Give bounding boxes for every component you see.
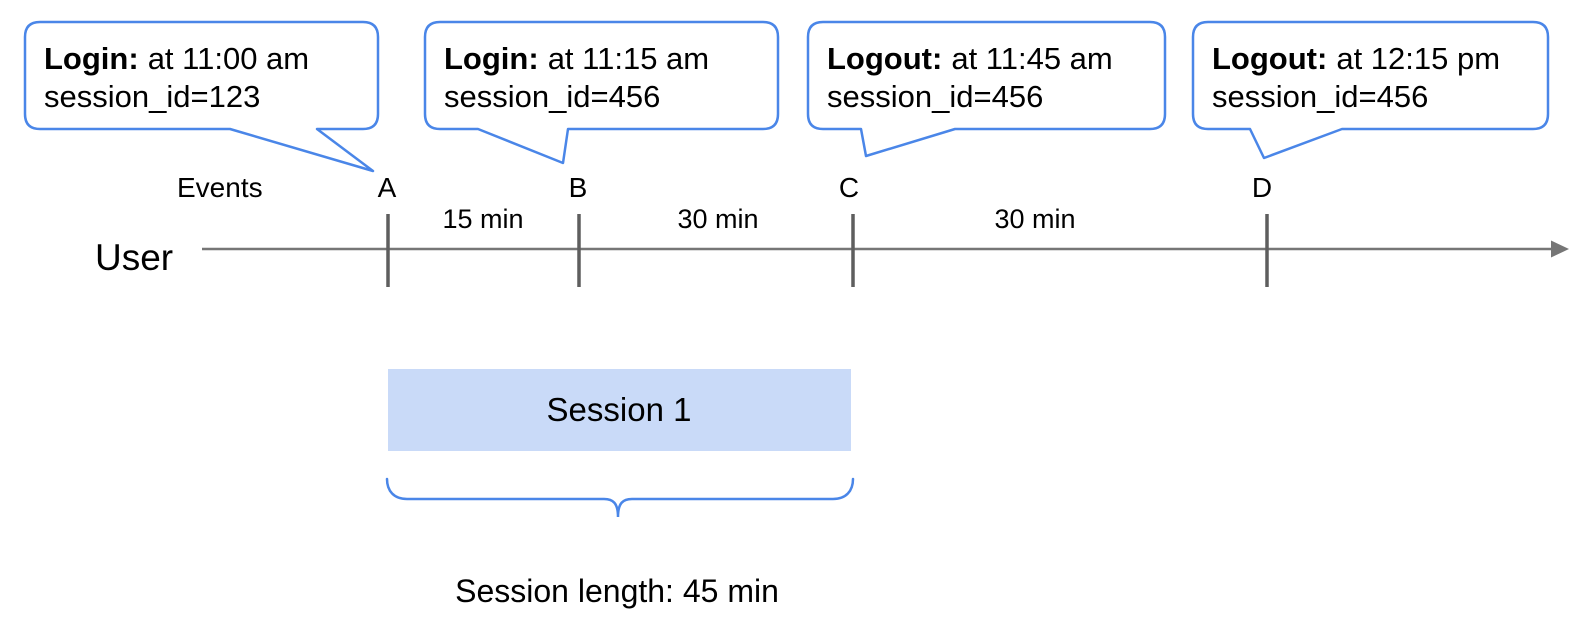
arrowhead-icon <box>1551 240 1569 258</box>
speech-bubble-shape <box>806 20 1167 158</box>
event-marker-label-d: D <box>1252 172 1272 203</box>
event-type-label: Logout: <box>827 41 942 76</box>
session-box-shape <box>388 369 851 451</box>
curly-brace <box>385 477 855 518</box>
session-length-label: Session length: 45 min <box>455 573 779 609</box>
event-time-label: at 12:15 pm <box>1336 41 1500 76</box>
event-type-label: Login: <box>44 41 139 76</box>
bubble-line-event: Logout: at 11:45 am <box>827 41 1113 76</box>
bubble-line-session-id: session_id=456 <box>827 79 1043 114</box>
event-time-label: at 11:45 am <box>951 41 1112 76</box>
speech-bubble-shape <box>423 20 780 165</box>
event-marker-label-b: B <box>569 172 588 203</box>
speech-bubble-shape <box>23 20 380 173</box>
bubble-line-session-id: session_id=123 <box>44 79 260 114</box>
callout-bubble-d: Logout: at 12:15 pm session_id=456 <box>1191 20 1550 160</box>
callout-bubble-b: Login: at 11:15 am session_id=456 <box>423 20 780 165</box>
session-box: Session 1 <box>388 369 851 451</box>
event-type-label: Logout: <box>1212 41 1327 76</box>
event-marker-label-a: A <box>378 172 397 203</box>
bubble-line-event: Logout: at 12:15 pm <box>1212 41 1500 76</box>
event-marker-label-c: C <box>839 172 859 203</box>
interval-label-cd: 30 min <box>994 204 1075 234</box>
event-type-label: Login: <box>444 41 539 76</box>
bubble-line-event: Login: at 11:00 am <box>44 41 309 76</box>
interval-label-ab: 15 min <box>442 204 523 234</box>
callout-bubble-c: Logout: at 11:45 am session_id=456 <box>806 20 1167 158</box>
event-time-label: at 11:15 am <box>548 41 709 76</box>
event-time-label: at 11:00 am <box>148 41 309 76</box>
user-row-label: User <box>95 237 173 278</box>
timeline-axis <box>202 240 1569 258</box>
speech-bubble-shape <box>1191 20 1550 160</box>
session-box-label: Session 1 <box>547 391 692 428</box>
bubble-line-session-id: session_id=456 <box>444 79 660 114</box>
bubble-line-session-id: session_id=456 <box>1212 79 1428 114</box>
interval-label-bc: 30 min <box>677 204 758 234</box>
bubble-line-event: Login: at 11:15 am <box>444 41 709 76</box>
events-row-label: Events <box>177 172 263 203</box>
callout-bubble-a: Login: at 11:00 am session_id=123 <box>23 20 380 173</box>
